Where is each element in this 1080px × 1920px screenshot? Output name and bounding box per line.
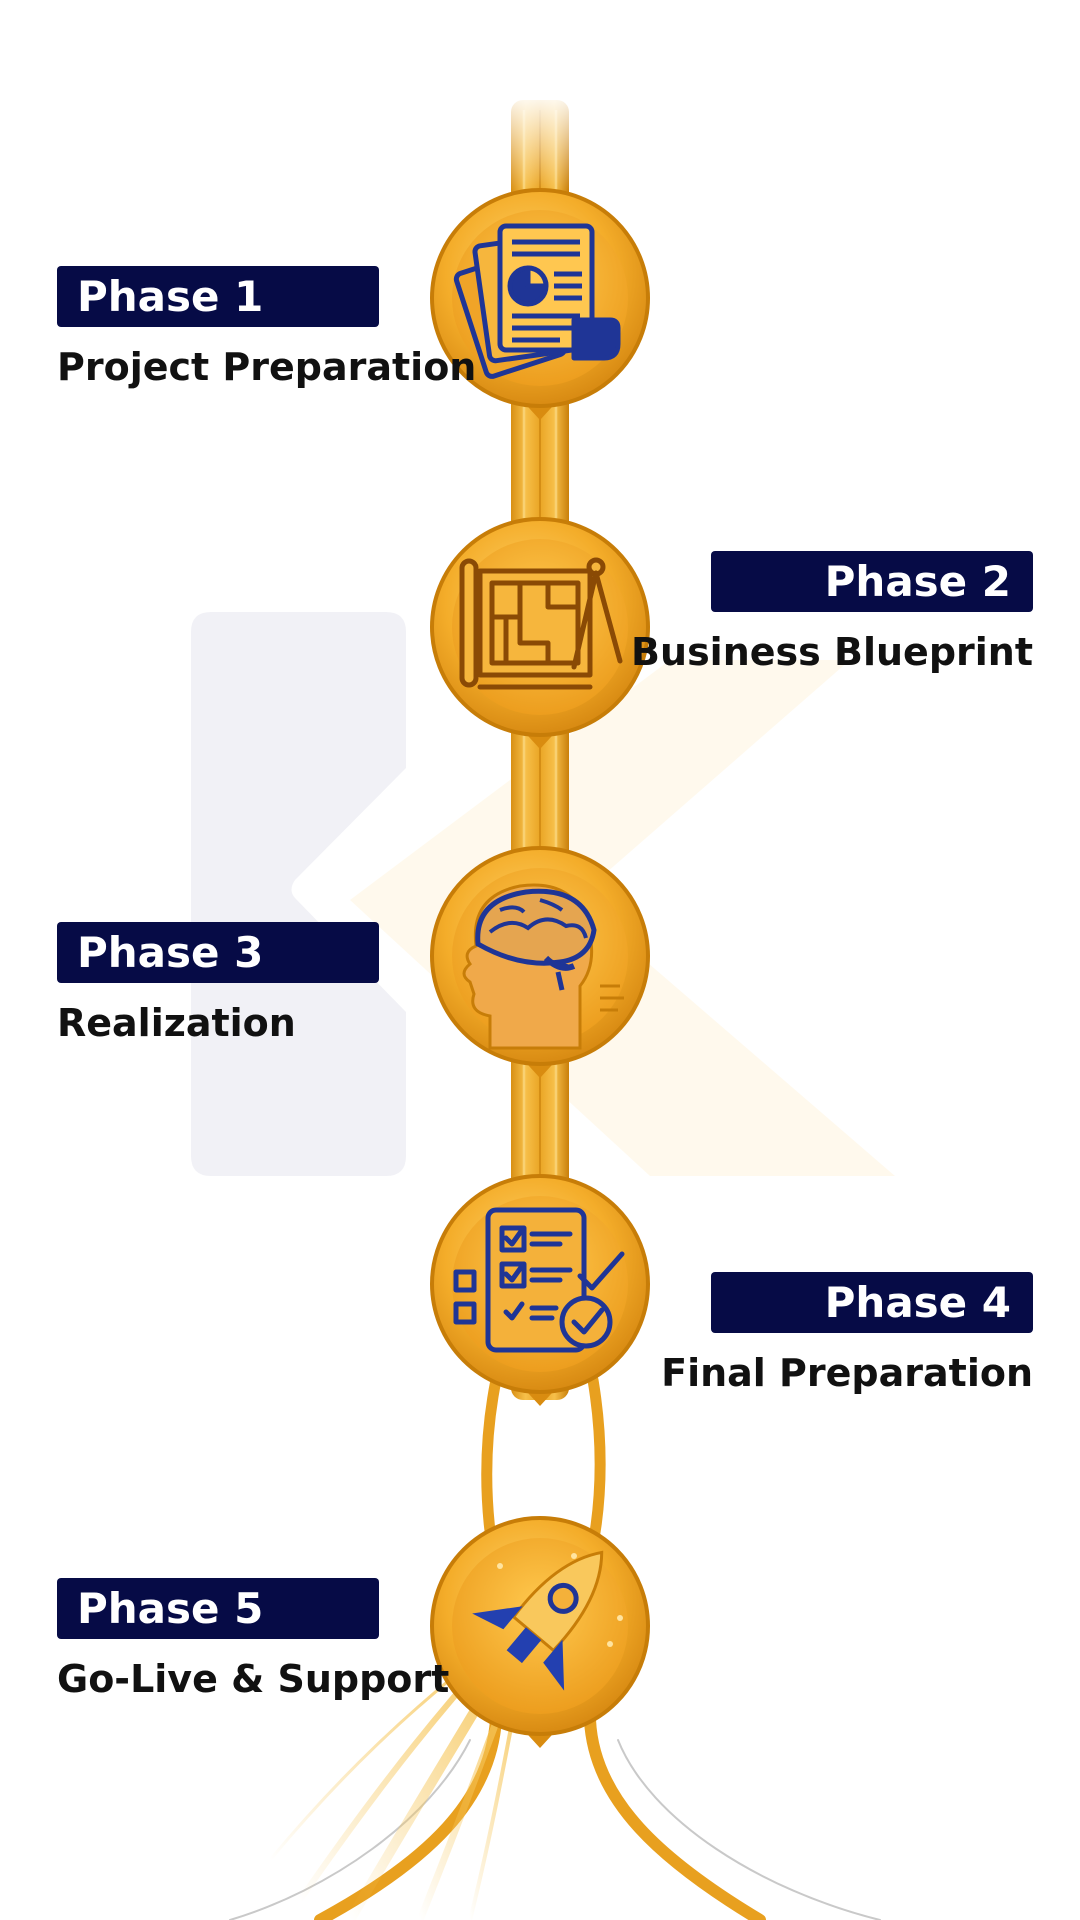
phase-3-badge: Phase 3 [57, 922, 379, 983]
phase-2-title: Business Blueprint [631, 630, 1033, 674]
phase-4-title: Final Preparation [661, 1351, 1033, 1395]
phase-2-badge: Phase 2 [711, 551, 1033, 612]
phase-3-title: Realization [57, 1001, 296, 1045]
phase-1-badge: Phase 1 [57, 266, 379, 327]
phase-5-badge: Phase 5 [57, 1578, 379, 1639]
document-report-icon [453, 223, 621, 379]
head-brain-icon [462, 883, 624, 1050]
rocket-icon [472, 1550, 604, 1691]
phase-4-badge: Phase 4 [711, 1272, 1033, 1333]
phase-5-title: Go-Live & Support [57, 1657, 450, 1701]
checklist-icon [453, 1207, 625, 1353]
phase-1-title: Project Preparation [57, 345, 477, 389]
blueprint-compass-icon [459, 557, 623, 690]
